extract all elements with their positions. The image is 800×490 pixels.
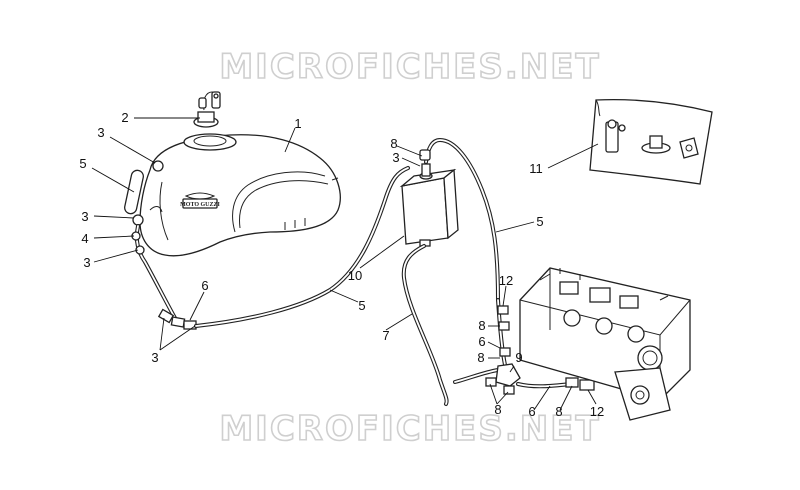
callout-11: 11 [529,161,543,176]
callout-5b: 5 [358,298,365,313]
callout-5c: 5 [536,214,543,229]
fuel-tank: MOTO GUZZI [124,133,341,257]
throttle-body-assembly [519,267,691,421]
callout-8d: 8 [494,402,501,417]
callout-8b: 8 [478,318,485,333]
callout-10: 10 [348,268,362,283]
canister-outlet-hose [419,137,500,302]
callout-3a: 3 [97,125,104,140]
callout-2: 2 [121,110,128,125]
callout-7: 7 [382,328,389,343]
kit-bag [589,98,713,185]
evap-canister [399,163,459,247]
callout-12a: 12 [499,273,513,288]
watermark-bottom: MICROFICHES.NET [219,409,600,449]
callout-6b: 6 [478,334,485,349]
callout-8c: 8 [477,350,484,365]
canister-drain-hose [401,244,449,406]
callout-4: 4 [81,231,88,246]
fuel-cap [193,91,221,128]
callout-12b: 12 [590,404,604,419]
tank-logo: MOTO GUZZI [180,202,220,208]
callout-3b: 3 [81,209,88,224]
callout-8e: 8 [555,404,562,419]
callout-9: 9 [515,350,522,365]
vent-hose-to-canister [194,166,410,328]
callout-3d: 3 [151,350,158,365]
callout-3c: 3 [83,255,90,270]
callout-5a: 5 [79,156,86,171]
callout-labels: 1 2 3 5 3 4 3 6 3 8 3 10 5 7 5 11 12 8 6… [79,110,604,419]
watermark-top: MICROFICHES.NET [219,47,600,87]
callout-8a: 8 [390,136,397,151]
callout-1: 1 [294,116,301,131]
right-vent-hoses [453,298,595,395]
callout-3e: 3 [392,150,399,165]
leader-lines [91,117,599,411]
callout-6c: 6 [528,404,535,419]
callout-6a: 6 [201,278,208,293]
